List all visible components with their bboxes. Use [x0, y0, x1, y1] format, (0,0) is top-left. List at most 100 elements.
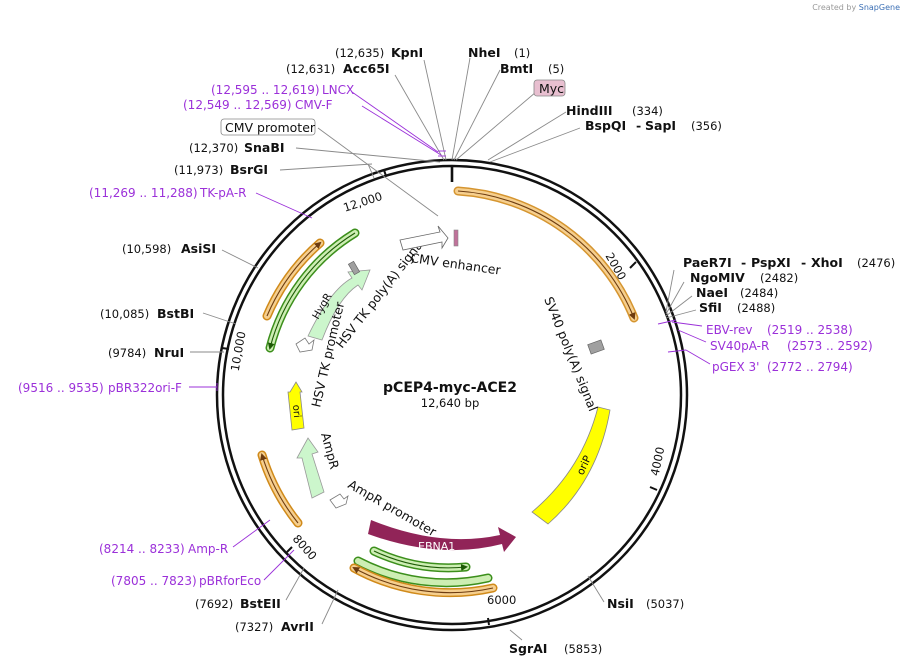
- ori-label: ori: [290, 404, 302, 418]
- sapi-pos: (356): [691, 119, 722, 133]
- nsii-name: NsiI: [607, 596, 634, 611]
- sv40par-name: SV40pA-R: [710, 339, 769, 353]
- leader-kpni: [423, 59, 447, 161]
- orf-arc-top-arrow: [457, 190, 636, 320]
- leader-pgex: [685, 349, 711, 365]
- hindiii-pos: (334): [632, 104, 663, 118]
- pbrforeco-range: (7805 .. 7823): [111, 574, 197, 588]
- snabi-name: SnaBI: [244, 140, 285, 155]
- kpni-name: KpnI: [391, 45, 423, 60]
- nsii-pos: (5037): [646, 597, 684, 611]
- pgex-range: (2772 .. 2794): [767, 360, 853, 374]
- leader-pbrforeco: [263, 549, 295, 581]
- sfii-pos: (2488): [737, 301, 775, 315]
- avrii-pos: (7327): [235, 620, 273, 634]
- leader-nhei: [451, 57, 471, 161]
- green-arc-bottom-2-fill: [355, 558, 491, 586]
- leader-acc65i: [394, 74, 445, 161]
- leader-lncx: [351, 91, 439, 153]
- sv40par-range: (2573 .. 2592): [787, 339, 873, 353]
- tick-10000: [221, 347, 230, 350]
- cmv-enhancer-marker: [453, 229, 459, 247]
- kpni-pos: (12,635): [335, 46, 384, 60]
- orf-arc-left-bottom-arrow: [260, 453, 299, 524]
- orf-arc-left-top-arrow: [266, 241, 322, 317]
- sfii-name: SfiI: [699, 300, 722, 315]
- bmti-pos: (5): [548, 62, 564, 76]
- acc65i-pos: (12,631): [286, 62, 335, 76]
- sgrai-name: SgrAI: [509, 641, 547, 656]
- ebvrev-range: (2519 .. 2538): [767, 323, 853, 337]
- leader-pgex-2: [667, 349, 687, 353]
- asisi-pos: (10,598): [122, 242, 171, 256]
- bsrgi-pos: (11,973): [174, 163, 223, 177]
- bstbi-name: BstBI: [157, 306, 194, 321]
- tick-2000: [629, 261, 637, 269]
- tick-8000: [286, 546, 293, 553]
- leader-cmv-promoter: [317, 127, 439, 217]
- leader-lines: [189, 57, 711, 641]
- pbr322-range: (9516 .. 9535): [18, 381, 104, 395]
- hygr-feature: [307, 269, 371, 341]
- primer-mark-ebv: [657, 319, 677, 325]
- tkpar-range: (11,269 .. 11,288): [89, 186, 198, 200]
- tick-4000: [649, 486, 658, 491]
- ampr-primer-name: Amp-R: [188, 542, 228, 556]
- tick-marks: [221, 166, 658, 626]
- cmv-promoter-box: [220, 118, 316, 136]
- ampr-primer-range: (8214 .. 8233): [99, 542, 185, 556]
- hsv-tk-polya-marker: [347, 260, 361, 276]
- leader-cmvf: [361, 105, 442, 156]
- green-arc-left-arrow: [267, 232, 356, 350]
- leader-bmti: [453, 69, 501, 161]
- cmv-promoter-feature: [399, 225, 449, 251]
- leader-naei: [665, 295, 693, 317]
- myc-tag-box: [533, 79, 566, 97]
- naei-name: NaeI: [696, 285, 728, 300]
- leader-ebvrev: [671, 321, 703, 327]
- tick-12000: [383, 169, 387, 177]
- ampr-promoter-feature: [329, 493, 349, 509]
- pgex-name: pGEX 3': [712, 360, 759, 374]
- xhoi-name: XhoI: [811, 255, 843, 270]
- leader-sfii: [665, 309, 697, 319]
- leader-paer7i: [665, 269, 675, 313]
- hsv-tk-promoter-feature: [295, 337, 315, 353]
- pspxi-name: PspXI: [751, 255, 791, 270]
- leader-myc: [455, 91, 537, 161]
- naei-pos: (2484): [740, 286, 778, 300]
- cmvf-range: (12,549 .. 12,569): [183, 98, 292, 112]
- xhoi-pos: (2476): [857, 256, 895, 270]
- nhei-name: NheI: [468, 45, 501, 60]
- ebna1-feature: [368, 520, 516, 552]
- ori-feature: [287, 381, 305, 431]
- green-arc-bottom-arrow: [373, 550, 468, 571]
- leader-snabi: [295, 147, 441, 163]
- nhei-pos: (1): [514, 46, 530, 60]
- bsteii-pos: (7692): [195, 597, 233, 611]
- acc65i-name: Acc65I: [343, 61, 390, 76]
- cmvf-name: CMV-F: [295, 98, 333, 112]
- leader-bspqi: [489, 127, 581, 163]
- orip-feature: [531, 406, 611, 525]
- plasmid-size: 12,640 bp: [421, 396, 480, 410]
- tick-6000: [487, 617, 490, 626]
- cmv-enhancer-label: CMV enhancer: [410, 250, 503, 278]
- nrui-name: NruI: [154, 345, 184, 360]
- tick-label-4000: 4000: [648, 446, 668, 478]
- snapgene-logo-text: SnapGene: [858, 3, 900, 12]
- leader-bsrgi-2: [367, 163, 375, 179]
- credit-text: Created by: [812, 3, 857, 12]
- leader-bsrgi: [279, 163, 373, 171]
- bsrgi-name: BsrGI: [230, 162, 268, 177]
- tick-label-10000: 10,000: [228, 330, 249, 372]
- sapi-sep: -: [636, 118, 641, 133]
- snabi-pos: (12,370): [189, 141, 238, 155]
- pbr322-name: pBR322ori-F: [108, 381, 182, 395]
- bsteii-name: BstEII: [240, 596, 281, 611]
- orf-arc-bottom-arrow: [352, 567, 494, 594]
- plasmid-name: pCEP4-myc-ACE2: [383, 380, 517, 396]
- sgrai-pos: (5853): [564, 642, 602, 656]
- leader-bstbi: [202, 312, 237, 325]
- tick-label-8000: 8000: [290, 532, 320, 563]
